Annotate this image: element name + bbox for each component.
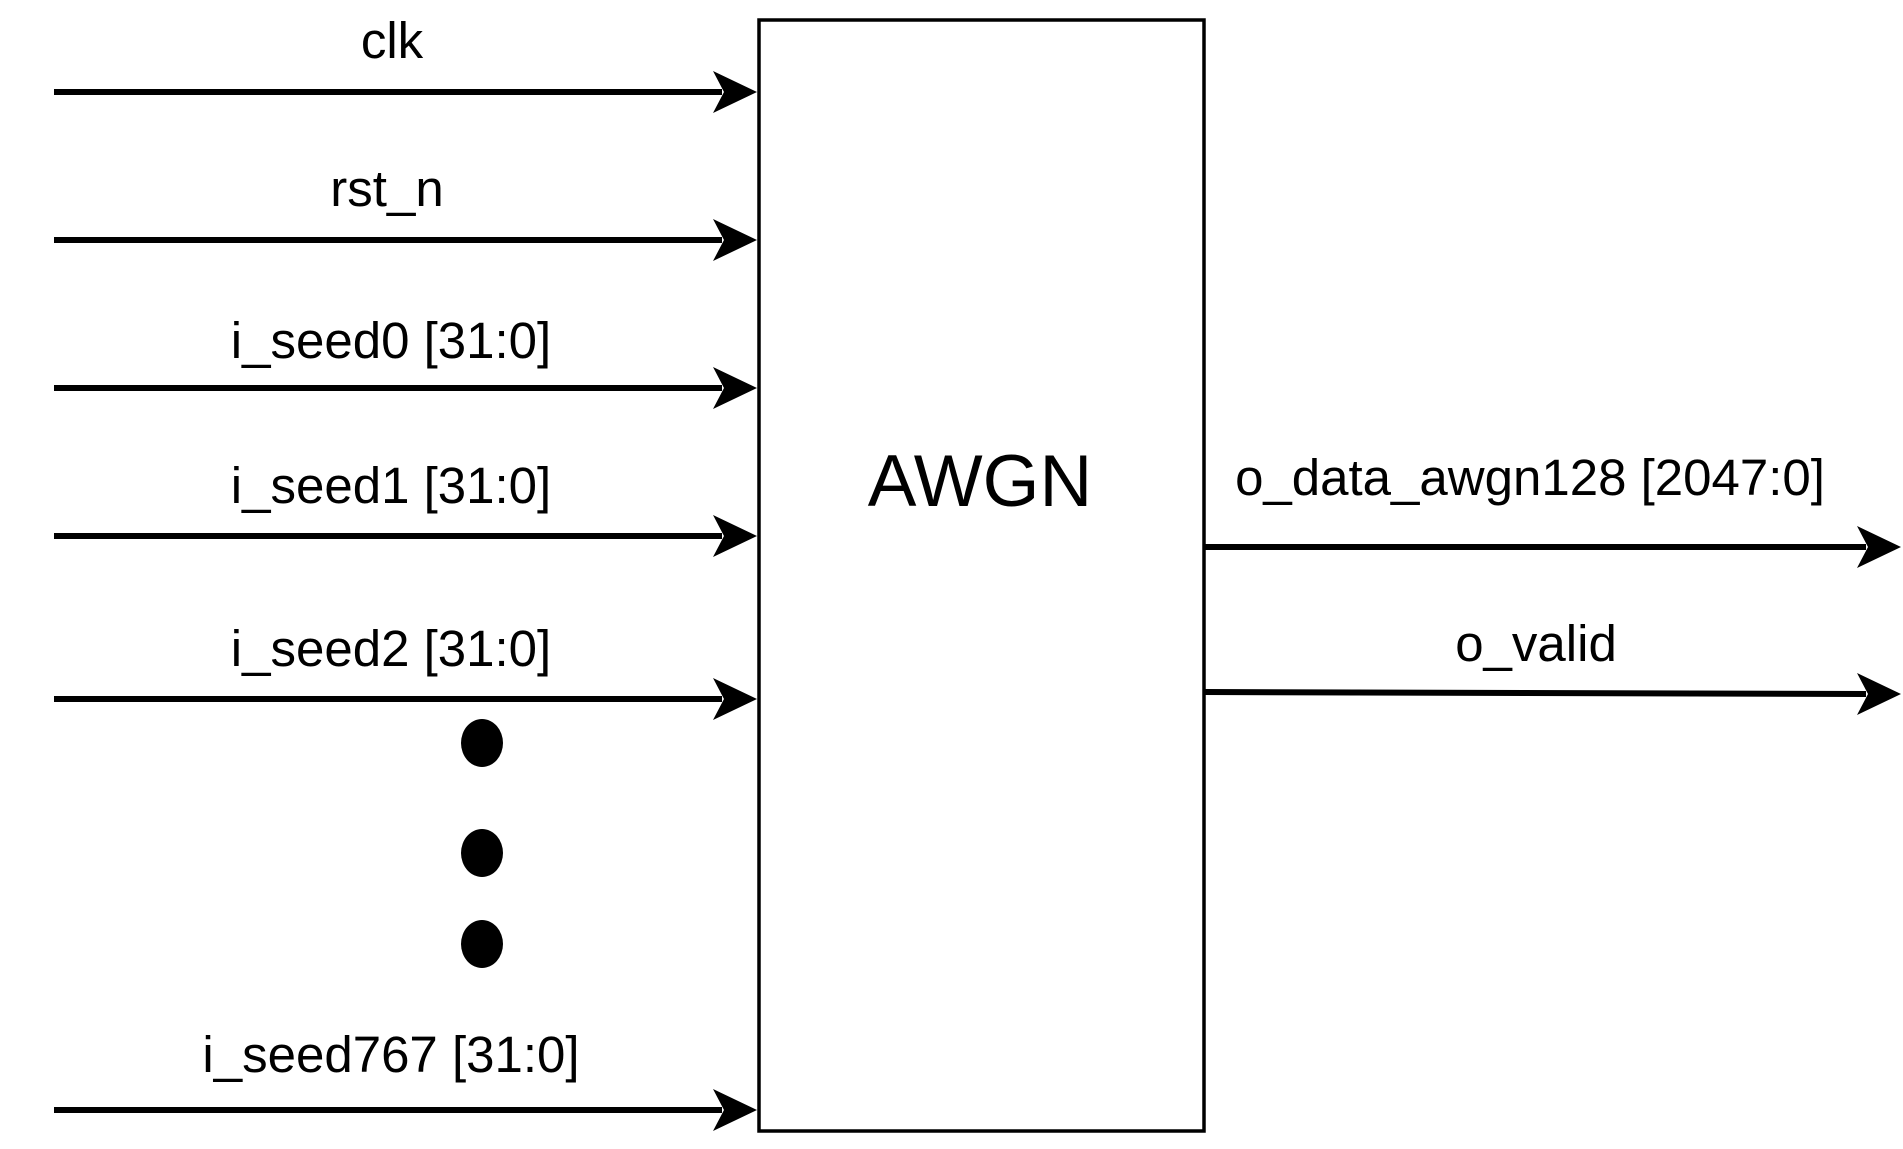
input-port-clk: clk [54,12,757,113]
output-label-data-awgn128: o_data_awgn128 [2047:0] [1235,449,1825,506]
input-label-seed0: i_seed0 [31:0] [231,312,551,369]
ellipsis-dot-3 [461,920,503,968]
ellipsis-dot-2 [461,829,503,877]
input-arrow-seed0 [713,367,757,409]
input-port-seed0: i_seed0 [31:0] [54,312,757,409]
input-label-rst-n: rst_n [330,160,443,217]
vertical-ellipsis [461,719,503,968]
output-port-data-awgn128: o_data_awgn128 [2047:0] [1204,449,1901,568]
awgn-block [757,18,1206,1133]
input-label-seed2: i_seed2 [31:0] [231,620,551,677]
input-port-seed1: i_seed1 [31:0] [54,457,757,557]
awgn-block-label: AWGN [868,441,1092,522]
input-label-seed767: i_seed767 [31:0] [202,1026,579,1083]
input-port-seed2: i_seed2 [31:0] [54,620,757,720]
input-label-seed1: i_seed1 [31:0] [231,457,551,514]
output-label-valid: o_valid [1455,615,1617,672]
input-arrow-clk [713,71,757,113]
input-arrow-seed1 [713,515,757,557]
output-port-valid: o_valid [1203,615,1901,715]
input-port-seed767: i_seed767 [31:0] [54,1026,757,1131]
output-arrow-data-awgn128 [1857,526,1901,568]
output-arrow-valid [1857,673,1901,715]
output-wire-valid [1203,689,1867,697]
ellipsis-dot-1 [461,719,503,767]
input-arrow-seed2 [713,678,757,720]
input-arrow-seed767 [713,1089,757,1131]
input-port-rst-n: rst_n [54,160,757,261]
input-arrow-rst-n [713,219,757,261]
input-label-clk: clk [361,12,424,69]
